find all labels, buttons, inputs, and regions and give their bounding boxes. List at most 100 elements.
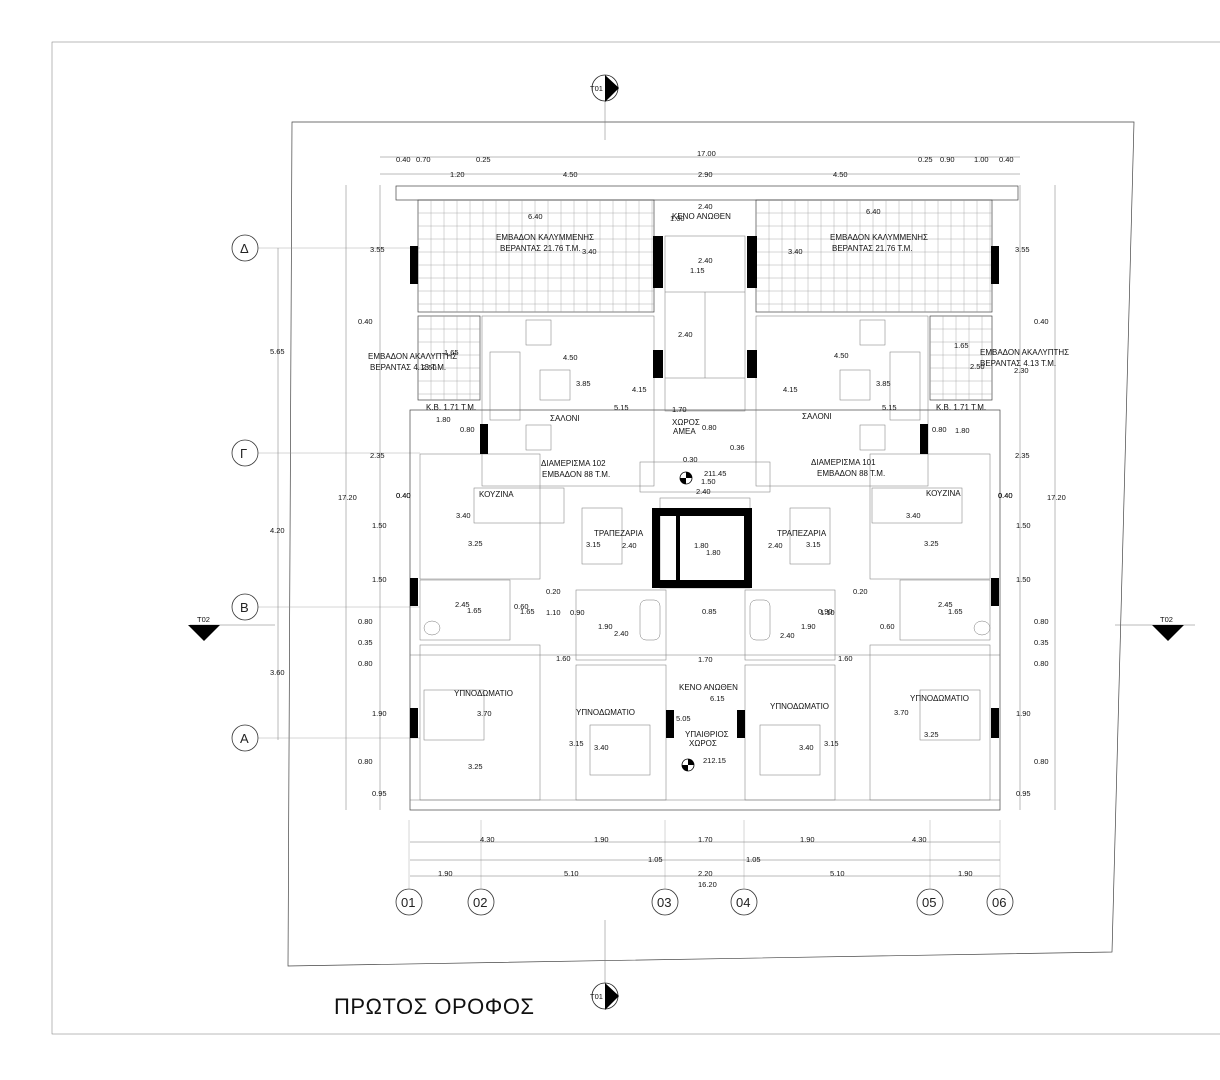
inner-dim-label: 0.80 xyxy=(460,425,475,434)
dim-left-7: 1.50 xyxy=(372,575,387,584)
section-marker-left: T02 xyxy=(188,615,220,641)
dim-right-6: 1.50 xyxy=(1016,521,1031,530)
dim-left-1: 3.55 xyxy=(370,245,385,254)
inner-dim-label: 3.40 xyxy=(456,511,471,520)
dim-left-4: 2.35 xyxy=(370,451,385,460)
dim-bottom-total: 16.20 xyxy=(698,880,717,889)
label-saloni-left: ΣΑΛΟΝΙ xyxy=(550,414,580,423)
label-open-veranda-right-area: ΒΕΡΑΝΤΑΣ 4.13 Τ.Μ. xyxy=(980,359,1056,368)
section-label-bottom: T01 xyxy=(590,992,603,1001)
dim-left-10: 0.80 xyxy=(358,659,373,668)
axis-row-delta: Δ xyxy=(240,241,249,256)
dim-left-2: 0.40 xyxy=(358,317,373,326)
dim-bottom-2: 1.90 xyxy=(594,835,609,844)
inner-dim-label: 2.50 xyxy=(970,362,985,371)
dim-top-1: 0.40 xyxy=(396,155,411,164)
section-marker-bottom: T01 xyxy=(590,982,619,1010)
structural-walls xyxy=(410,236,999,738)
inner-dim-label: 4.15 xyxy=(783,385,798,394)
inner-dim-label: 1.90 xyxy=(801,622,816,631)
inner-dim-label: 2.40 xyxy=(622,541,637,550)
dim-bottom-7: 1.05 xyxy=(746,855,761,864)
dim-bottom-11: 5.10 xyxy=(830,869,845,878)
inner-dim-label: 2.40 xyxy=(614,629,629,638)
open-veranda-right xyxy=(929,315,993,401)
dim-left-9: 0.35 xyxy=(358,638,373,647)
inner-dim-label: 0.80 xyxy=(702,423,717,432)
inner-dim-label: 1.90 xyxy=(598,622,613,631)
site-boundary xyxy=(287,121,1135,967)
axis-col-04: 04 xyxy=(736,895,750,910)
inner-dim-label: 3.25 xyxy=(468,762,483,771)
inner-dim-label: 1.80 xyxy=(436,415,451,424)
dim-right-10: 0.80 xyxy=(1034,659,1049,668)
inner-dim-label: 6.40 xyxy=(528,212,543,221)
label-apt-left-area: ΕΜΒΑΔΟΝ 88 Τ.Μ. xyxy=(542,470,610,479)
inner-dim-label: 3.85 xyxy=(576,379,591,388)
inner-dim-label: 3.70 xyxy=(477,709,492,718)
dim-left-outer-3: 3.60 xyxy=(270,668,285,677)
label-dining-left: ΤΡΑΠΕΖΑΡΙΑ xyxy=(594,529,644,538)
inner-dim-label: 3.15 xyxy=(806,540,821,549)
inner-dim-label: 3.15 xyxy=(569,739,584,748)
label-bedroom-3: ΥΠΝΟΔΩΜΑΤΙΟ xyxy=(770,702,829,711)
axis-col-05: 05 xyxy=(922,895,936,910)
label-veranda-right: ΕΜΒΑΔΟΝ ΚΑΛΥΜΜΕΝΗΣ xyxy=(830,233,928,242)
dim-bottom-3: 1.70 xyxy=(698,835,713,844)
dim-right-total: 17.20 xyxy=(1047,493,1066,502)
dim-top2-2: 4.50 xyxy=(563,170,578,179)
label-bedroom-1: ΥΠΝΟΔΩΜΑΤΙΟ xyxy=(454,689,513,698)
inner-dim-label: 2.40 xyxy=(780,631,795,640)
axis-col-01: 01 xyxy=(401,895,415,910)
level-marker-bottom xyxy=(681,758,695,772)
sheet-frame xyxy=(51,41,1220,1035)
inner-dim-label: 3.85 xyxy=(876,379,891,388)
label-outdoor-2: ΧΩΡΟΣ xyxy=(689,739,717,748)
dimension-lines xyxy=(277,156,1056,877)
dim-right-3: 2.30 xyxy=(1014,366,1029,375)
dim-right-8: 0.80 xyxy=(1034,617,1049,626)
label-bedroom-4: ΥΠΝΟΔΩΜΑΤΙΟ xyxy=(910,694,969,703)
inner-dim-label: 0.85 xyxy=(702,607,717,616)
dim-bottom-1: 4.30 xyxy=(480,835,495,844)
dim-left-11: 1.90 xyxy=(372,709,387,718)
label-veranda-right-area: ΒΕΡΑΝΤΑΣ 21.76 Τ.Μ. xyxy=(832,244,913,253)
label-apt-right: ΔΙΑΜΕΡΙΣΜΑ 101 xyxy=(811,458,876,467)
dim-top-4: 0.25 xyxy=(918,155,933,164)
section-label-left: T02 xyxy=(197,615,210,624)
dim-right-4: 2.35 xyxy=(1015,451,1030,460)
dim-right-1: 3.55 xyxy=(1015,245,1030,254)
dim-right-9: 0.35 xyxy=(1034,638,1049,647)
inner-dim-label: 5.15 xyxy=(614,403,629,412)
inner-dim-label: 1.00 xyxy=(670,214,685,223)
dim-left-6: 1.50 xyxy=(372,521,387,530)
label-veranda-left-area: ΒΕΡΑΝΤΑΣ 21.76 Τ.Μ. xyxy=(500,244,581,253)
label-kb-left: Κ.Β. 1.71 Τ.Μ. xyxy=(426,403,476,412)
inner-dim-label: 0.90 xyxy=(570,608,585,617)
inner-dim-label: 1.65 xyxy=(520,607,535,616)
inner-dim-label: 0.60 xyxy=(514,602,529,611)
inner-dim-label: 5.05 xyxy=(676,714,691,723)
label-apt-left: ΔΙΑΜΕΡΙΣΜΑ 102 xyxy=(541,459,606,468)
row-axes: Δ Γ Β Α xyxy=(231,234,420,752)
inner-dim-label: 6.40 xyxy=(866,207,881,216)
label-open-veranda-right: ΕΜΒΑΔΟΝ ΑΚΑΛΥΠΤΗΣ xyxy=(980,348,1069,357)
inner-dim-label: 0.30 xyxy=(683,455,698,464)
axis-row-beta: Β xyxy=(240,600,249,615)
dim-top2-4: 4.50 xyxy=(833,170,848,179)
inner-dim-label: 1.70 xyxy=(698,655,713,664)
dim-right-7: 1.50 xyxy=(1016,575,1031,584)
dim-top-7: 0.40 xyxy=(999,155,1014,164)
building-outline xyxy=(395,185,1019,811)
inner-dim-label: 2.40 xyxy=(696,487,711,496)
inner-dim-label: 1.70 xyxy=(672,405,687,414)
label-open-veranda-left-area: ΒΕΡΑΝΤΑΣ 4.13 Τ.Μ. xyxy=(370,363,446,372)
dim-left-8: 0.80 xyxy=(358,617,373,626)
section-label-top: T01 xyxy=(590,84,603,93)
inner-dim-label: 5.15 xyxy=(882,403,897,412)
inner-dim-label: 3.40 xyxy=(906,511,921,520)
dim-top2-1: 1.20 xyxy=(450,170,465,179)
inner-dim-label: 1.65 xyxy=(954,341,969,350)
dim-left-5: 0.40 xyxy=(396,491,411,500)
